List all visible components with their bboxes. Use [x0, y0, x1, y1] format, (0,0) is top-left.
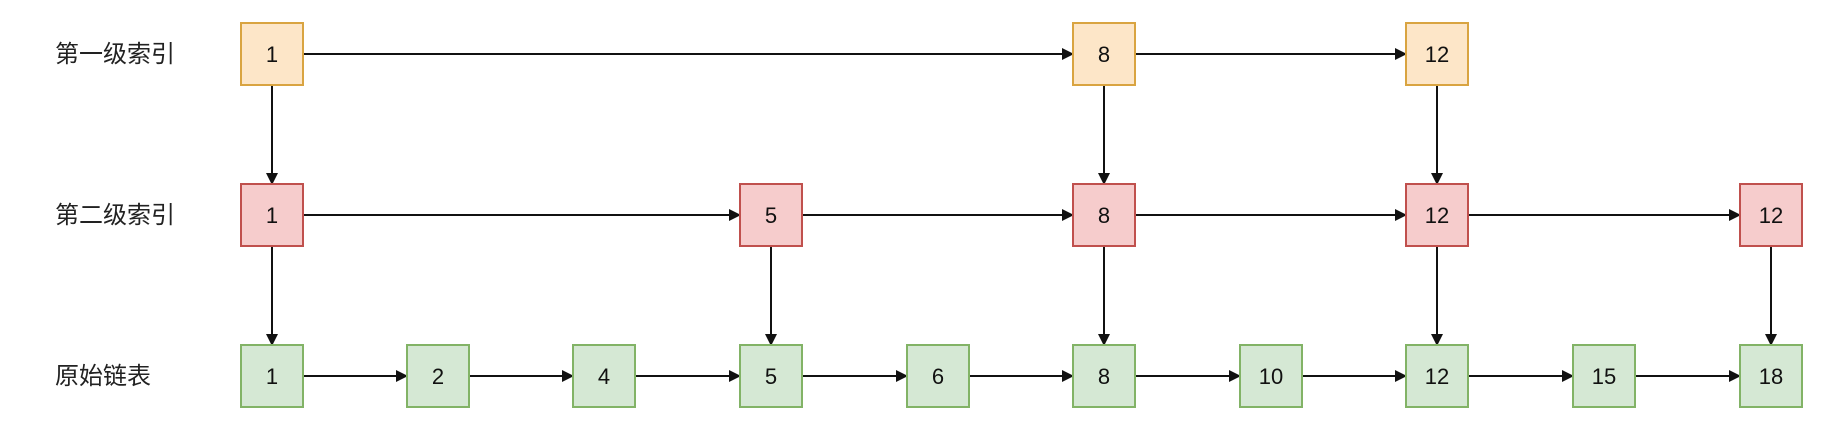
base-list-node: 18	[1739, 344, 1803, 408]
node-box	[240, 344, 304, 408]
node-box	[1072, 344, 1136, 408]
node-box	[1405, 344, 1469, 408]
node-box	[1739, 344, 1803, 408]
level-2-index-node: 5	[739, 183, 803, 247]
node-box	[1739, 183, 1803, 247]
level-1-index-node: 8	[1072, 22, 1136, 86]
node-value: 12	[1425, 203, 1449, 228]
node-box	[240, 183, 304, 247]
node-value: 10	[1259, 364, 1283, 389]
level-2-index-node: 12	[1739, 183, 1803, 247]
base-list-node: 5	[739, 344, 803, 408]
base-list-node: 8	[1072, 344, 1136, 408]
node-value: 12	[1759, 203, 1783, 228]
node-box	[1072, 22, 1136, 86]
level-2-index-node: 1	[240, 183, 304, 247]
node-value: 1	[266, 203, 278, 228]
level-1-index-node: 1	[240, 22, 304, 86]
node-value: 5	[765, 364, 777, 389]
node-value: 2	[432, 364, 444, 389]
node-box	[1405, 22, 1469, 86]
base-list-node: 12	[1405, 344, 1469, 408]
node-box	[1239, 344, 1303, 408]
node-box	[240, 22, 304, 86]
node-box	[406, 344, 470, 408]
node-box	[1572, 344, 1636, 408]
node-value: 1	[266, 42, 278, 67]
node-box	[739, 183, 803, 247]
node-value: 6	[932, 364, 944, 389]
node-value: 8	[1098, 364, 1110, 389]
node-value: 8	[1098, 203, 1110, 228]
node-value: 15	[1592, 364, 1616, 389]
node-value: 4	[598, 364, 610, 389]
node-value: 12	[1425, 42, 1449, 67]
base-list-node: 6	[906, 344, 970, 408]
node-box	[1072, 183, 1136, 247]
level-1-index-node: 12	[1405, 22, 1469, 86]
base-list-node: 15	[1572, 344, 1636, 408]
base-list-node: 2	[406, 344, 470, 408]
level-2-index-node: 8	[1072, 183, 1136, 247]
base-list-label: 原始链表	[55, 363, 151, 390]
node-box	[739, 344, 803, 408]
level-2-index-label: 第二级索引	[55, 202, 175, 229]
node-value: 5	[765, 203, 777, 228]
node-box	[1405, 183, 1469, 247]
node-value: 8	[1098, 42, 1110, 67]
node-value: 1	[266, 364, 278, 389]
node-value: 18	[1759, 364, 1783, 389]
node-box	[572, 344, 636, 408]
base-list-node: 1	[240, 344, 304, 408]
node-box	[906, 344, 970, 408]
base-list-node: 4	[572, 344, 636, 408]
level-2-index-node: 12	[1405, 183, 1469, 247]
level-1-index-label: 第一级索引	[55, 41, 175, 68]
base-list-node: 10	[1239, 344, 1303, 408]
node-value: 12	[1425, 364, 1449, 389]
